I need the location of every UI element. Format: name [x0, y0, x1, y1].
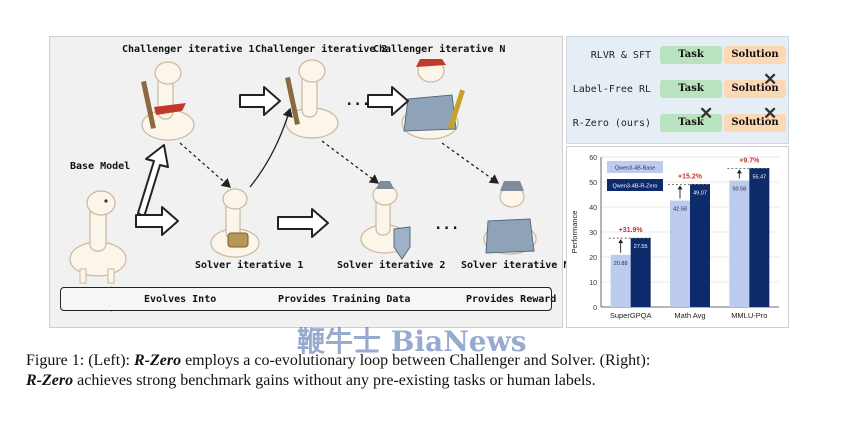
diagram-art — [69, 59, 537, 312]
x-tick-label: MMLU-Pro — [731, 311, 767, 320]
bar — [630, 238, 651, 307]
bar — [610, 254, 631, 307]
paradigm-comparison: RLVR & SFT Task Solution Label-Free RL T… — [566, 36, 789, 144]
y-tick-label: 30 — [589, 230, 597, 237]
caption-prefix: Figure 1: (Left): — [26, 352, 134, 369]
gain-label: +31.9% — [619, 227, 644, 234]
chip-task-rlvr: Task — [660, 46, 722, 64]
gain-arrow-head — [677, 185, 683, 190]
bar-value-label: 55.47 — [752, 174, 766, 180]
y-axis-label: Performance — [570, 211, 579, 254]
diagram-legend — [60, 287, 552, 311]
bar — [749, 168, 770, 307]
gain-arrow-head — [736, 169, 742, 174]
solver-2-alpaca-icon — [360, 181, 411, 260]
bar — [690, 184, 710, 307]
legend-evolves-label: Evolves Into — [144, 294, 217, 305]
challenger-n-alpaca-icon — [401, 59, 466, 140]
caption-name-2: R-Zero — [26, 372, 74, 389]
challenger-n-label: Challenger iterative N — [373, 44, 506, 55]
co-evolution-diagram: Challenger iterative 1 Challenger iterat… — [49, 36, 569, 328]
bar-value-label: 27.55 — [634, 244, 648, 250]
base-model-label: Base Model — [70, 161, 131, 172]
chip-task-labelfree: Task — [660, 80, 722, 98]
figure-caption: Figure 1: (Left): R-Zero employs a co-ev… — [26, 351, 826, 391]
figure-1: Challenger iterative 1 Challenger iterat… — [49, 36, 789, 328]
solver-n-alpaca-icon — [483, 181, 537, 255]
challenger-1-label: Challenger iterative 1 — [122, 44, 255, 55]
legend-reward-label: Provides Reward — [466, 294, 557, 305]
chip-solution-rzero: Solution — [724, 114, 786, 132]
bar — [729, 180, 750, 307]
legend-swatch — [607, 179, 663, 191]
caption-name-1: R-Zero — [133, 352, 182, 369]
y-tick-label: 50 — [589, 180, 597, 187]
gain-label: +15.2% — [678, 173, 703, 180]
solver-1-label: Solver iterative 1 — [195, 260, 304, 271]
caption-mid-1: employs a co-evolutionary loop between C… — [181, 352, 651, 369]
legend-label: Qwen3-4B-R-Zero — [613, 184, 658, 190]
bar-value-label: 42.58 — [673, 207, 687, 213]
chip-solution-labelfree: Solution — [724, 80, 786, 98]
row-label-labelfree: Label-Free RL — [572, 84, 651, 95]
evolves-arrows — [135, 86, 409, 238]
cross-icon: ✕ — [699, 104, 714, 123]
challenger-2-alpaca-icon — [285, 59, 339, 139]
y-tick-label: 0 — [593, 305, 597, 312]
row-label-rzero: R-Zero (ours) — [572, 118, 651, 129]
chip-solution-rlvr: Solution — [724, 46, 786, 64]
solver-2-label: Solver iterative 2 — [337, 260, 446, 271]
cross-icon: ✕ — [763, 70, 778, 89]
x-tick-label: Math Avg — [674, 311, 705, 320]
reward-arrow — [249, 107, 293, 188]
bar-value-label: 50.58 — [732, 187, 746, 193]
legend-swatch — [607, 161, 663, 173]
caption-mid-2: achieves strong benchmark gains without … — [73, 372, 596, 389]
gain-label: +9.7% — [739, 157, 760, 164]
base-model-alpaca-icon — [69, 190, 127, 284]
y-tick-label: 20 — [589, 255, 597, 262]
solver-1-alpaca-icon — [210, 188, 260, 258]
challenger-1-alpaca-icon — [141, 61, 195, 141]
y-tick-label: 10 — [589, 280, 597, 287]
legend-label: Qwen3-4B-Base — [615, 166, 655, 172]
solver-n-label: Solver iterative N — [461, 260, 570, 271]
challenger-2-label: Challenger iterative 2 — [255, 44, 388, 55]
x-tick-label: SuperGPQA — [610, 311, 652, 320]
bar-value-label: 20.88 — [614, 261, 628, 267]
chip-task-rzero: Task — [660, 114, 722, 132]
cross-icon: ✕ — [763, 104, 778, 123]
bar-value-label: 49.07 — [693, 190, 707, 196]
row-label-rlvr: RLVR & SFT — [590, 50, 651, 61]
ellipsis-top: ... — [345, 93, 371, 109]
bar — [670, 200, 690, 307]
y-tick-label: 40 — [589, 205, 597, 212]
training-data-arrows — [179, 140, 500, 188]
ellipsis-bottom: ... — [434, 217, 460, 233]
legend-training-label: Provides Training Data — [278, 294, 411, 305]
watermark: 鞭牛士 BiaNews — [297, 325, 527, 358]
gain-arrow-head — [618, 239, 624, 244]
y-tick-label: 60 — [589, 155, 597, 162]
